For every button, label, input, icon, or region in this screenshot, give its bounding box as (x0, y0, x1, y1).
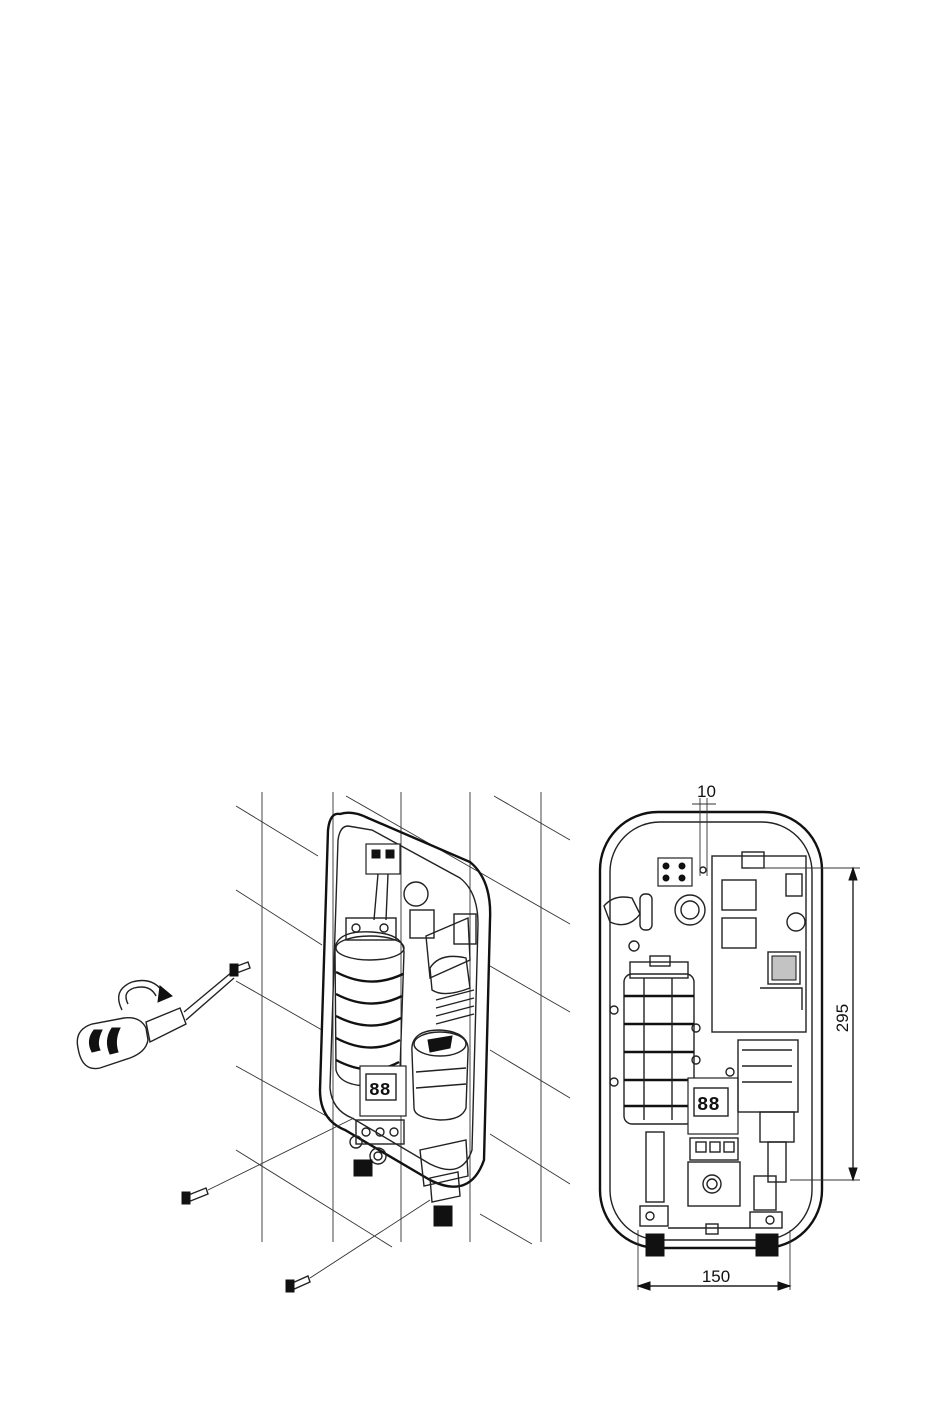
tank-bands-front (624, 996, 694, 1106)
tank-bands (336, 972, 403, 1070)
dimension-label-height: 295 (833, 1004, 852, 1032)
dimension-height: 295 (750, 868, 860, 1180)
svg-text:88: 88 (697, 1094, 720, 1116)
front-view: 88 (600, 812, 822, 1256)
heater-body-perspective: 88 (320, 813, 490, 1226)
svg-text:88: 88 (369, 1081, 391, 1101)
screw-icon (230, 962, 250, 976)
dimension-label-width: 150 (702, 1267, 730, 1286)
screwdriver-icon (77, 972, 234, 1069)
heatsink-fins (436, 990, 474, 1024)
projection-lines (236, 796, 570, 1247)
dimension-label-top: 10 (697, 782, 716, 801)
screw-icon (182, 1118, 354, 1204)
rotation-arrow-icon (119, 981, 172, 1011)
screw-icon (286, 1200, 430, 1292)
exploded-view: 88 (77, 792, 570, 1292)
